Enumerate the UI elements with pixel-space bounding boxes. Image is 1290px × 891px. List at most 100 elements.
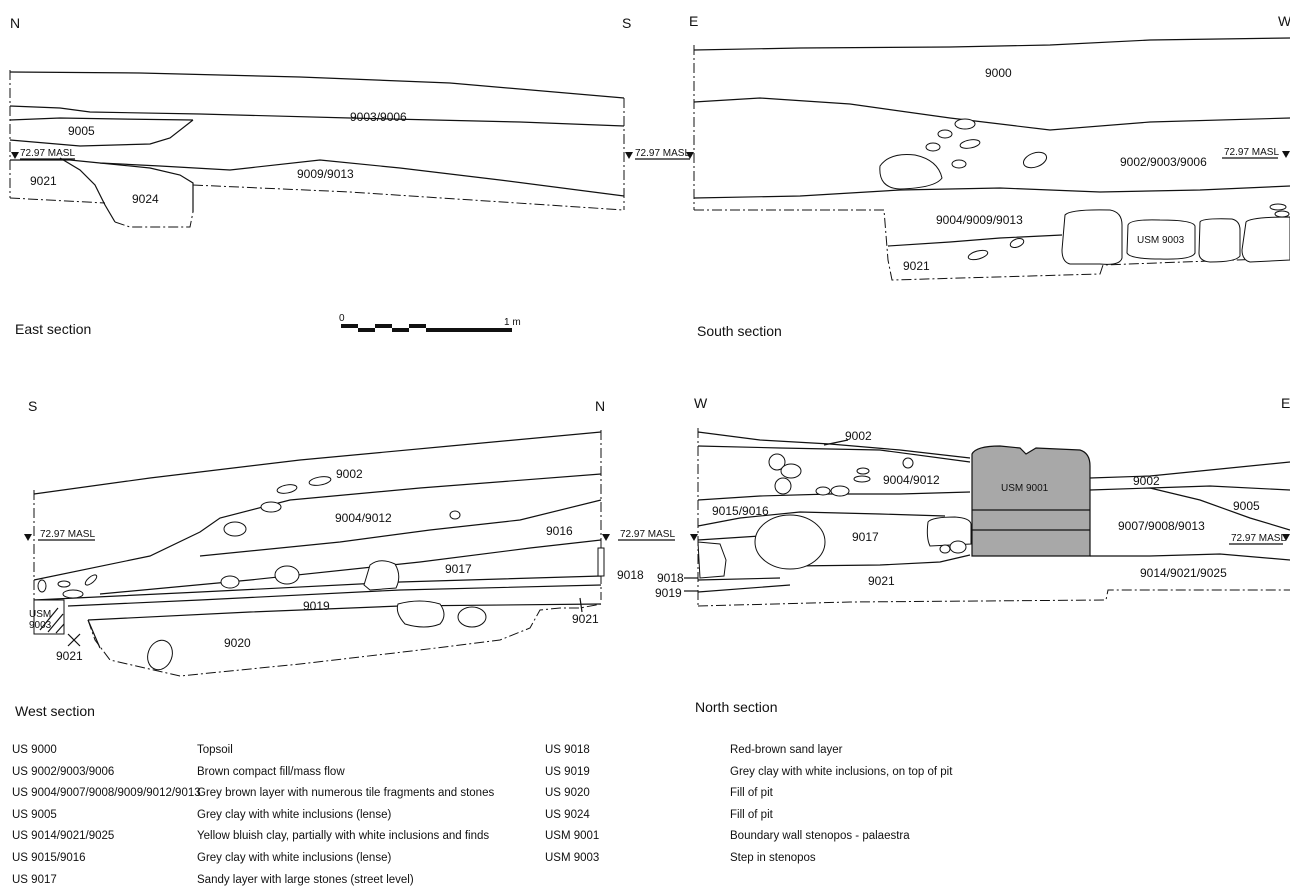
- south-boundary-2: [693, 185, 1290, 199]
- north-layer-label: 9002: [1133, 474, 1160, 488]
- legend-code: US 9024: [545, 808, 590, 821]
- north-layer-label: 9004/9012: [883, 473, 940, 487]
- north-layer-label: 9015/9016: [712, 504, 769, 518]
- east-datum-marker: [625, 152, 633, 159]
- legend-code: US 9000: [12, 744, 57, 756]
- south-dir-left: E: [689, 13, 698, 29]
- west-datum-marker: [602, 534, 610, 541]
- legend-description: Boundary wall stenopos - palaestra: [730, 830, 910, 843]
- north-section-title: North section: [695, 699, 777, 715]
- legend-description: Grey clay with white inclusions, on top …: [730, 765, 953, 778]
- legend-code: USM 9003: [545, 851, 600, 864]
- west-layer-label: 9021: [572, 612, 599, 626]
- east-dir-right: S: [622, 15, 631, 31]
- north-stone: [697, 541, 727, 579]
- north-boundary-4: [697, 535, 761, 541]
- south-stone: [879, 154, 943, 190]
- legend-description: Step in stenopos: [730, 851, 816, 864]
- west-boundary-3: [199, 499, 602, 557]
- west-usm-label: 9003: [29, 620, 52, 631]
- legend-code: USM 9001: [545, 830, 600, 843]
- south-section: E W 9000 9002/9003/9006 9004/9009/9013 9…: [686, 13, 1290, 339]
- west-layer-label: 9002: [336, 467, 363, 481]
- west-pit-outline: [87, 603, 602, 677]
- legend-code: US 9015/9016: [12, 851, 86, 864]
- north-layer-label: 9005: [1233, 499, 1260, 513]
- north-base: [697, 589, 1290, 607]
- north-east-boundary-1: [1089, 487, 1290, 531]
- west-stone: [363, 560, 400, 591]
- north-boundary-5: [789, 554, 971, 567]
- west-datum-marker: [24, 534, 32, 541]
- north-stone: [926, 516, 972, 547]
- east-layer-label: 9003/9006: [350, 110, 407, 124]
- north-layer-label: 9017: [852, 530, 879, 544]
- west-masl-left: 72.97 MASL: [40, 529, 95, 540]
- legend-right-descriptions: Red-brown sand layer Grey clay with whit…: [730, 740, 1050, 870]
- north-dir-left: W: [694, 395, 708, 411]
- north-wall-label: USM 9001: [1001, 483, 1049, 494]
- east-dir-left: N: [10, 15, 20, 31]
- north-layer-label: 9007/9008/9013: [1118, 519, 1205, 533]
- legend-description: Red-brown sand layer: [730, 744, 843, 756]
- south-masl: 72.97 MASL: [1224, 147, 1279, 158]
- south-usm-9003-block: [1126, 219, 1196, 260]
- south-boundary-1: [693, 97, 1290, 131]
- west-section: S N 9002 9004/9012: [15, 398, 675, 719]
- legend-left-descriptions: Topsoil Brown compact fill/mass flow Gre…: [197, 740, 537, 891]
- west-boundary-6: [87, 603, 602, 621]
- east-boundary-1: [9, 105, 625, 127]
- west-layer-label: 9017: [445, 562, 472, 576]
- north-layer-label: 9014/9021/9025: [1140, 566, 1227, 580]
- south-block: [1241, 216, 1290, 263]
- south-layer-label: 9000: [985, 66, 1012, 80]
- west-layer-label: 9021: [56, 649, 83, 663]
- south-section-title: South section: [697, 323, 782, 339]
- sections-drawing: N S 9005 9003/9006 9009/9013 9021 9024 7…: [9, 13, 1290, 719]
- legend-description: Brown compact fill/mass flow: [197, 765, 345, 778]
- south-layer-label: 9002/9003/9006: [1120, 155, 1207, 169]
- legend-description: Sandy layer with large stones (street le…: [197, 873, 414, 886]
- north-datum-marker: [690, 534, 698, 541]
- north-surface: [697, 431, 971, 459]
- legend-code: US 9018: [545, 744, 590, 756]
- north-east-boundary-2: [1149, 485, 1290, 491]
- east-section: N S 9005 9003/9006 9009/9013 9021 9024 7…: [9, 15, 690, 337]
- west-layer-label: 9018: [617, 568, 644, 582]
- north-boundary-3: [697, 511, 946, 527]
- east-datum-marker: [11, 152, 19, 159]
- legend-code: US 9014/9021/9025: [12, 830, 115, 843]
- north-dir-right: E: [1281, 395, 1290, 411]
- west-masl-right: 72.97 MASL: [620, 529, 675, 540]
- east-layer-label: 9024: [132, 192, 159, 206]
- west-surface: [33, 431, 602, 495]
- south-lower-boundary: [887, 234, 1063, 247]
- legend-description: Grey clay with white inclusions (lense): [197, 808, 392, 821]
- north-layer-label: 9019: [655, 586, 682, 600]
- west-layer-label: 9016: [546, 524, 573, 538]
- legend-code: US 9005: [12, 808, 57, 821]
- west-boundary-2: [99, 539, 602, 595]
- legend-code: US 9004/9007/9008/9009/9012/9013: [12, 787, 201, 800]
- east-layer-label: 9005: [68, 124, 95, 138]
- east-pit-right: [99, 162, 194, 212]
- west-usm-9003: [33, 599, 65, 635]
- legend-left-codes: US 9000 US 9002/9003/9006 US 9004/9007/9…: [12, 740, 201, 891]
- east-masl-left: 72.97 MASL: [20, 148, 75, 159]
- east-masl-right: 72.97 MASL: [635, 148, 690, 159]
- north-east-surface: [1089, 461, 1290, 479]
- scale-bar: 0 1 m: [339, 313, 521, 332]
- north-usm-9001-wall: [971, 445, 1091, 557]
- legend-description: Yellow bluish clay, partially with white…: [197, 830, 490, 843]
- west-layer-label: 9019: [303, 599, 330, 613]
- south-datum-marker: [686, 152, 694, 159]
- south-base: [694, 209, 1290, 281]
- north-boundary-2: [697, 491, 971, 501]
- west-dir-left: S: [28, 398, 37, 414]
- south-block: [1061, 209, 1123, 265]
- west-layer-label: 9004/9012: [335, 511, 392, 525]
- west-dir-right: N: [595, 398, 605, 414]
- scale-start: 0: [339, 313, 345, 324]
- scale-end: 1 m: [504, 317, 521, 328]
- north-east-boundary-3: [1090, 553, 1290, 561]
